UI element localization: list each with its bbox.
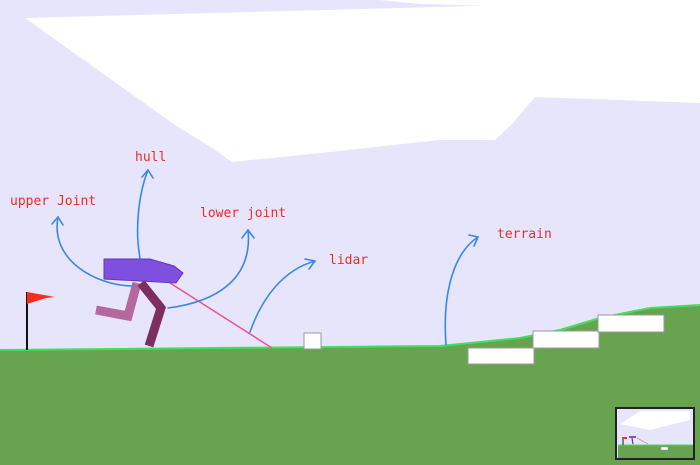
label-hull: hull	[135, 150, 166, 165]
stair-step	[467, 347, 535, 365]
hull-arrow	[136, 169, 149, 259]
hull-arrowhead	[141, 169, 154, 179]
lower-joint-arrow	[167, 229, 250, 309]
cloud	[380, 0, 700, 12]
stair-step	[532, 330, 600, 349]
terrain-arrow	[444, 236, 479, 346]
far-leg	[95, 281, 142, 322]
obstacle-box	[303, 332, 322, 350]
terrain-edge	[0, 304, 700, 351]
lidar-arrow	[249, 260, 316, 333]
hull	[103, 258, 184, 284]
terrain-ground	[0, 305, 700, 465]
near-leg	[137, 280, 167, 348]
label-terrain: terrain	[497, 227, 552, 242]
walker	[95, 258, 184, 348]
cloud	[25, 0, 700, 162]
upper-joint-arrowhead	[51, 216, 64, 226]
terrain-arrowhead	[468, 234, 479, 247]
minimap-icon	[615, 407, 695, 460]
lower-joint-arrowhead	[241, 229, 255, 239]
lidar-ray	[169, 282, 273, 349]
stair-step	[597, 314, 665, 333]
flag-icon	[26, 292, 55, 350]
label-lower-joint: lower joint	[200, 206, 286, 221]
label-lidar: lidar	[329, 253, 368, 268]
label-upper-joint: upper Joint	[10, 194, 96, 209]
upper-joint-arrow	[56, 216, 133, 287]
lidar-arrowhead	[304, 258, 316, 270]
